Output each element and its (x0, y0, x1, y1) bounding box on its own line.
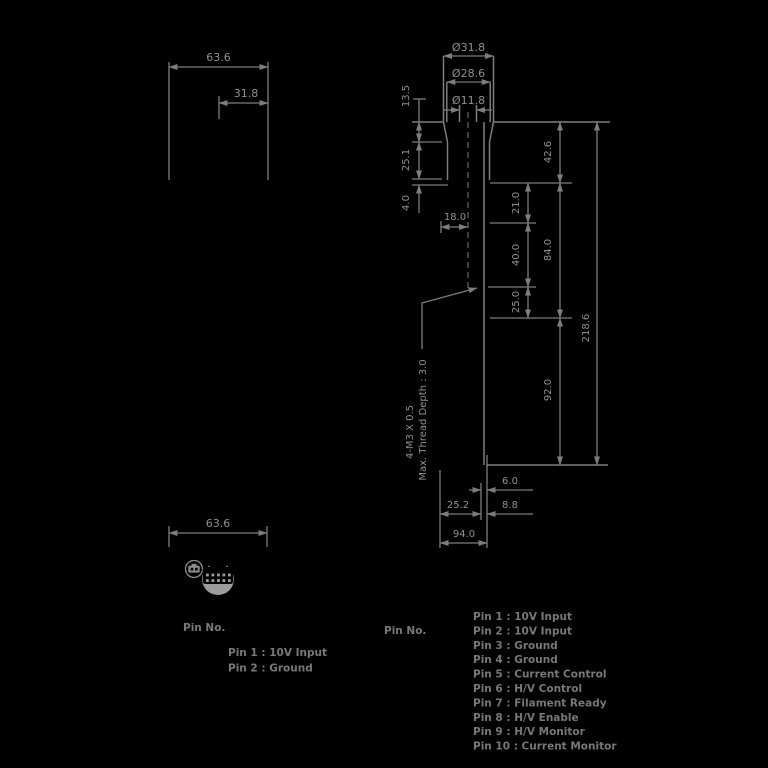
thread-note-line2: Max. Thread Depth : 3.0 (418, 359, 429, 480)
pin-list-side-1: Pin 1 : 10V Input (473, 611, 572, 623)
dim-94-0: 94.0 (453, 529, 475, 540)
dim-25-0: 25.0 (511, 291, 522, 313)
dim-6-0: 6.0 (502, 476, 518, 487)
pin-list-side-5: Pin 5 : Current Control (473, 669, 606, 681)
thread-note-line1: 4-M3 X 0.5 (405, 405, 416, 459)
dim-218-6: 218.6 (581, 314, 592, 343)
pin-no-label-front: Pin No. (183, 622, 225, 634)
pin-list-front-1: Pin 1 : 10V Input (228, 647, 327, 659)
dim-dia-outer: Ø31.8 (452, 41, 485, 54)
connector-icon-large (202, 562, 234, 595)
dim-front-half-width: 31.8 (234, 87, 259, 100)
dim-42-6: 42.6 (543, 141, 554, 163)
dim-92-0: 92.0 (543, 379, 554, 401)
dim-40-0: 40.0 (511, 244, 522, 266)
dim-13-5: 13.5 (401, 85, 412, 107)
pin-list-side-8: Pin 8 : H/V Enable (473, 712, 579, 724)
dim-dia-small: Ø11.8 (452, 94, 485, 107)
pin-list-side-7: Pin 7 : Filament Ready (473, 697, 607, 709)
pin-no-label-side: Pin No. (384, 625, 426, 637)
dim-front-width-bottom: 63.6 (206, 517, 231, 530)
pin-list-side-6: Pin 6 : H/V Control (473, 683, 582, 695)
dim-84-0: 84.0 (543, 239, 554, 261)
dim-18-0: 18.0 (444, 212, 466, 223)
dim-8-8: 8.8 (502, 500, 518, 511)
side-view: Ø31.8 Ø28.6 Ø11.8 13.5 25.1 4.0 (401, 41, 610, 548)
cylinder-taper (442, 121, 449, 143)
leader-line (421, 287, 478, 349)
pin-list-side-3: Pin 3 : Ground (473, 640, 558, 652)
dim-4-0: 4.0 (401, 195, 412, 211)
pin-list-front-2: Pin 2 : Ground (228, 663, 313, 675)
dim-front-width: 63.6 (206, 51, 231, 64)
pin-list-side-2: Pin 2 : 10V Input (473, 625, 572, 637)
front-view-top: 63.6 31.8 (168, 51, 269, 180)
dim-dia-mid: Ø28.6 (452, 67, 485, 80)
pin-list-side-10: Pin 10 : Current Monitor (473, 741, 617, 753)
side-pin-table: Pin No. Pin 1 : 10V Input Pin 2 : 10V In… (384, 611, 617, 753)
front-view-bottom: 63.6 (168, 517, 327, 675)
pin-list-side-9: Pin 9 : H/V Monitor (473, 726, 586, 738)
dim-25-2: 25.2 (447, 500, 469, 511)
dim-21-0: 21.0 (511, 192, 522, 214)
cylinder-taper (488, 121, 495, 143)
connector-icon-small (184, 559, 204, 579)
dim-25-1: 25.1 (401, 149, 412, 171)
pin-list-side-4: Pin 4 : Ground (473, 654, 558, 666)
